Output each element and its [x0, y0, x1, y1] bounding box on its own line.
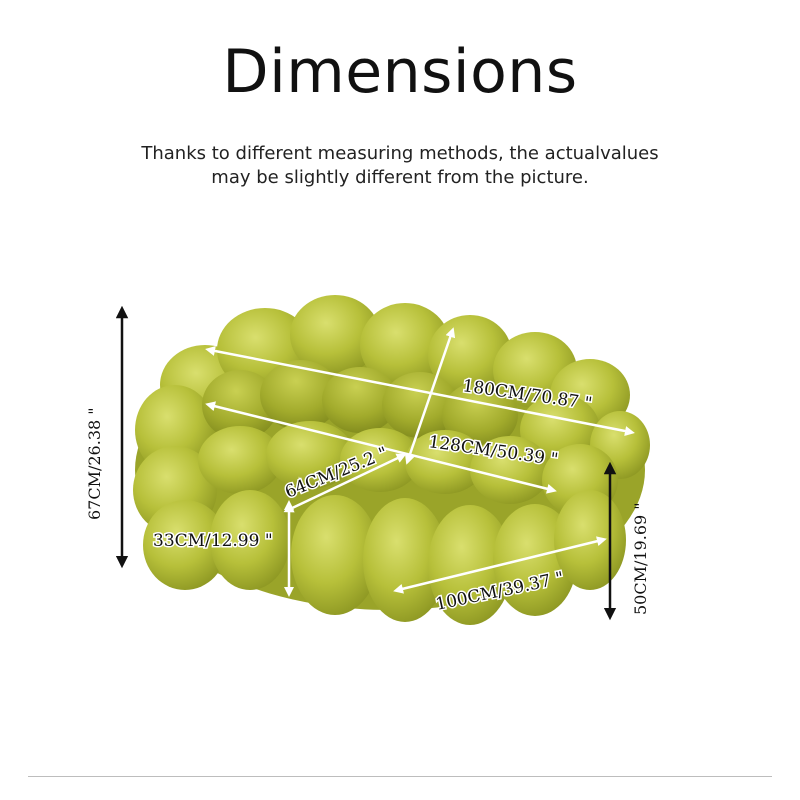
disclaimer-line-2: may be slightly different from the pictu… [211, 167, 589, 188]
disclaimer-line-1: Thanks to different measuring methods, t… [141, 143, 659, 164]
arm-height-label: 50CM/19.69 " [631, 502, 650, 615]
dimension-arrows [115, 305, 635, 621]
front-width-arrow [393, 536, 607, 594]
total-height-label: 67CM/26.38 " [85, 407, 104, 520]
page-title: Dimensions [222, 37, 578, 107]
seat-width-arrow [205, 401, 557, 494]
seat-height-label: 33CM/12.99 " [153, 531, 273, 551]
seat-depth-arrow [283, 453, 407, 513]
bottom-divider [28, 776, 772, 777]
back-diagonal-arrow [404, 327, 456, 465]
disclaimer-text: Thanks to different measuring methods, t… [80, 142, 720, 190]
